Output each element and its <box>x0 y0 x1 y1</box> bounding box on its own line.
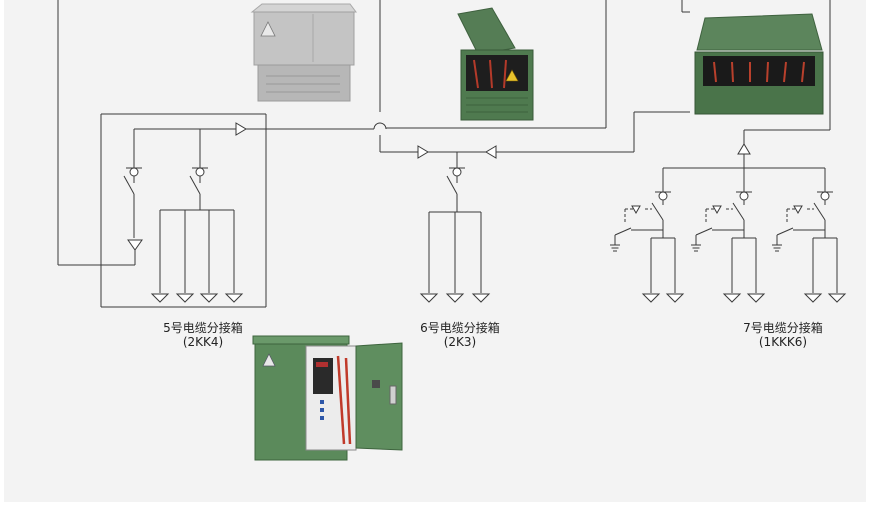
box-7-code: (1KKK6) <box>758 335 808 349</box>
bus-terminations <box>127 122 803 251</box>
wiring-lines <box>57 0 838 308</box>
cabinet-photo-grey <box>250 3 357 102</box>
box-7-name: 7号电缆分接箱 <box>743 321 823 335</box>
box-5-name: 5号电缆分接箱 <box>163 321 243 335</box>
cable-terminations <box>151 293 846 303</box>
box-6-name: 6号电缆分接箱 <box>420 321 500 335</box>
cabinet-photo-wide-green <box>694 13 824 115</box>
label-box-6: 6号电缆分接箱 (2K3) <box>405 321 515 349</box>
switch-contacts <box>126 167 833 201</box>
label-box-7: 7号电缆分接箱 (1KKK6) <box>728 321 838 349</box>
box-6-code: (2K3) <box>443 335 477 349</box>
cabinet-photo-open-green <box>457 7 534 121</box>
box-5-code: (2KK4) <box>182 335 224 349</box>
cabinet-photo-front-green <box>252 335 403 461</box>
label-box-5: 5号电缆分接箱 (2KK4) <box>148 321 258 349</box>
